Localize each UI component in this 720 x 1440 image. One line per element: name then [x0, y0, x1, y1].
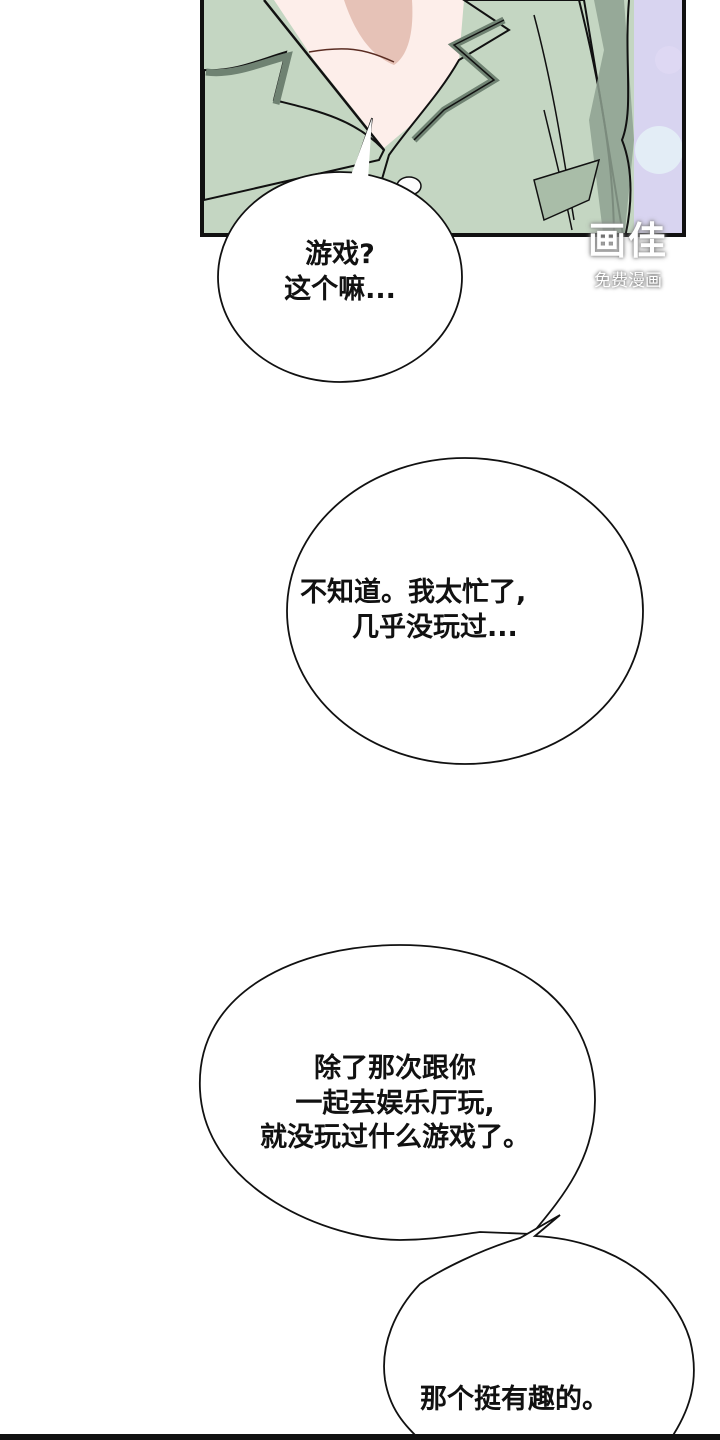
speech-bubble-1: 游戏? 这个嘛... [250, 238, 430, 307]
speech-bubble-4: 那个挺有趣的。 [420, 1383, 660, 1418]
bubble-3-line-1: 除了那次跟你 [314, 1053, 476, 1084]
bubble-2-line-2: 几乎没玩过... [352, 611, 518, 643]
bubble-1-line-2: 这个嘛... [284, 273, 396, 305]
speech-bubble-2: 不知道。我太忙了, 几乎没玩过... [300, 576, 620, 645]
bubble-1-line-1: 游戏? [305, 239, 375, 270]
watermark: 画佳 免费漫画 [568, 222, 688, 291]
bubble-2-line-1: 不知道。我太忙了, [300, 577, 527, 608]
panel-border-bottom [0, 1434, 720, 1440]
watermark-logo: 画佳 [587, 219, 668, 263]
bubble-3-line-2: 一起去娱乐厅玩, [295, 1087, 495, 1119]
bubble-3-line-3: 就没玩过什么游戏了。 [260, 1122, 530, 1154]
watermark-subtitle: 免费漫画 [594, 271, 662, 291]
panel-illustration [204, 0, 682, 233]
speech-bubble-3: 除了那次跟你 一起去娱乐厅玩, 就没玩过什么游戏了。 [225, 1052, 565, 1156]
bubble-4-line-1: 那个挺有趣的。 [420, 1384, 609, 1415]
